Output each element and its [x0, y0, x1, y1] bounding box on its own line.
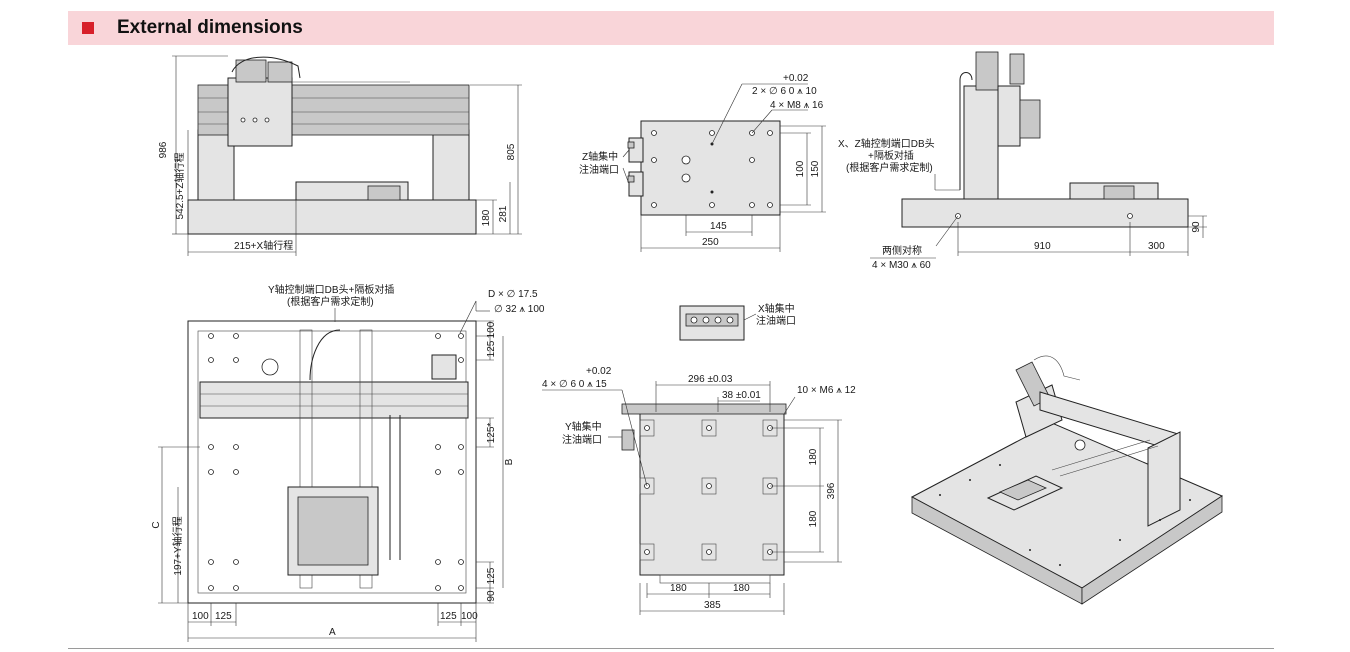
top-dim-125-r: 125 — [440, 611, 457, 622]
z-dim-150: 150 — [810, 160, 821, 177]
top-dim-100-a: 100 — [486, 321, 497, 338]
dim-986: 986 — [158, 141, 169, 158]
side-note-line2: +隔板对插 — [868, 149, 914, 162]
z-dim-250: 250 — [702, 237, 719, 248]
top-note-line2: (根据客户需求定制) — [287, 295, 374, 308]
side-note-line1: X、Z轴控制端口DB头 — [838, 137, 935, 150]
top-dim-c: C — [151, 521, 162, 528]
y-label-line2: 注油端口 — [562, 433, 602, 446]
dim-x-stroke: 215+X轴行程 — [234, 239, 293, 252]
side-dim-910: 910 — [1034, 241, 1051, 252]
y-tol: +0.02 — [586, 366, 612, 377]
z-tol: +0.02 — [783, 73, 809, 84]
x-port-label-line1: X轴集中 — [758, 302, 795, 315]
y-dim-180-v1: 180 — [808, 448, 819, 465]
top-dim-b: B — [504, 458, 515, 465]
z-plate-view: +0.02 2 × ∅ 6 0 ⩚ 10 4 × M8 ⩚ 16 Z轴集中 注油… — [579, 73, 826, 252]
dim-281: 281 — [498, 205, 509, 222]
top-dim-90: 90 — [486, 590, 497, 602]
top-dim-a: A — [329, 627, 336, 638]
top-dim-125-l: 125 — [215, 611, 232, 622]
isometric-view — [910, 355, 1224, 605]
y-dim-38: 38 ±0.01 — [722, 390, 761, 401]
top-dim-100-r: 100 — [461, 611, 478, 622]
side-dim-90: 90 — [1191, 221, 1202, 233]
footer-divider — [68, 648, 1274, 649]
z-label-line1: Z轴集中 — [582, 150, 618, 163]
top-dim-125-star: 125* — [486, 423, 497, 444]
section-title: External dimensions — [117, 17, 303, 38]
top-dim-100-l: 100 — [192, 611, 209, 622]
y-note-holes: 4 × ∅ 6 0 ⩚ 15 — [542, 379, 607, 390]
y-dim-296: 296 ±0.03 — [688, 374, 733, 385]
side-dim-300: 300 — [1148, 241, 1165, 252]
side-note-both: 两侧对称 — [882, 244, 922, 257]
y-plate-view: +0.02 4 × ∅ 6 0 ⩚ 15 296 ±0.03 38 ±0.01 … — [542, 366, 856, 615]
x-port-label-line2: 注油端口 — [756, 314, 796, 327]
side-view: X、Z轴控制端口DB头 +隔板对插 (根据客户需求定制) 两侧对称 4 × M3… — [838, 51, 1207, 271]
top-dim-125-a: 125 — [486, 340, 497, 357]
front-view: 986 542.5+Z轴行程 805 180 281 215+X轴行程 — [158, 55, 522, 256]
y-dim-385: 385 — [704, 600, 721, 611]
z-note-m8: 4 × M8 ⩚ 16 — [770, 100, 824, 111]
z-dim-145: 145 — [710, 221, 727, 232]
z-dim-100: 100 — [795, 160, 806, 177]
top-note-d: D × ∅ 17.5 — [488, 289, 538, 300]
header-accent-square — [82, 22, 94, 34]
top-note-cb: ∅ 32 ⩚ 100 — [494, 304, 545, 315]
section-header: External dimensions — [68, 11, 1274, 45]
side-note-m30: 4 × M30 ⩚ 60 — [872, 260, 931, 271]
side-note-line3: (根据客户需求定制) — [846, 161, 933, 174]
dim-180: 180 — [481, 209, 492, 226]
y-note-m6: 10 × M6 ⩚ 12 — [797, 385, 856, 396]
y-dim-180-h1: 180 — [670, 583, 687, 594]
dim-z-stroke: 542.5+Z轴行程 — [173, 153, 186, 220]
top-dim-y-stroke: 197+Y轴行程 — [171, 516, 184, 575]
z-label-line2: 注油端口 — [579, 163, 619, 176]
y-dim-180-h2: 180 — [733, 583, 750, 594]
dim-805: 805 — [506, 143, 517, 160]
top-dim-125-b: 125 — [486, 567, 497, 584]
y-label-line1: Y轴集中 — [565, 420, 602, 433]
top-view: Y轴控制端口DB头+隔板对插 (根据客户需求定制) D × ∅ 17.5 ∅ 3… — [151, 283, 545, 642]
top-note-line1: Y轴控制端口DB头+隔板对插 — [268, 283, 394, 296]
y-dim-396: 396 — [826, 482, 837, 499]
z-note-holes: 2 × ∅ 6 0 ⩚ 10 — [752, 86, 817, 97]
y-dim-180-v2: 180 — [808, 510, 819, 527]
x-port-view: X轴集中 注油端口 — [679, 302, 796, 341]
